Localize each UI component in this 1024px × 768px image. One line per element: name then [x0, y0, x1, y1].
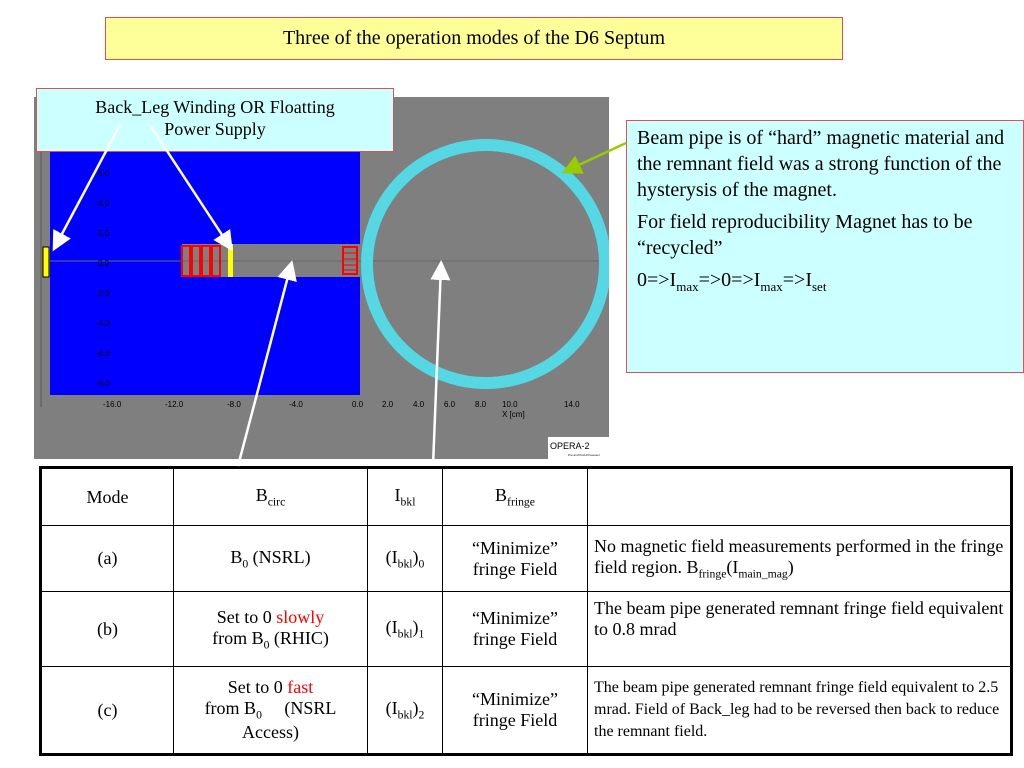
recycle-formula: 0=>Imax=>0=>Imax=>Iset [637, 267, 1013, 300]
x-tick-labels: -16.0 -12.0 -8.0 -4.0 0.0 2.0 4.0 6.0 8.… [103, 400, 580, 419]
winding-callout: Back_Leg Winding OR Floatting Power Supp… [36, 88, 394, 152]
ibkl-cell: (Ibkl)0 [367, 525, 443, 592]
mode-cell: (c) [40, 666, 174, 755]
description-cell: The beam pipe generated remnant fringe f… [587, 666, 1012, 755]
x-axis-label: X [cm] [502, 410, 525, 419]
table-row: (a) B0 (NSRL) (Ibkl)0 “Minimize”fringe F… [40, 525, 1012, 592]
x-tick-label: 14.0 [564, 400, 580, 409]
slide-title: Three of the operation modes of the D6 S… [105, 17, 843, 60]
field-simulation-plot: 6.0 4.0 2.0 0.0 -2.0 -4.0 -6.0 -8.0 -16.… [34, 97, 609, 459]
beam-pipe-note: Beam pipe is of “hard” magnetic material… [626, 120, 1024, 373]
formula-sub: max [676, 279, 699, 294]
x-tick-label: -4.0 [289, 400, 303, 409]
bfringe-cell: “Minimize”fringe Field [442, 591, 588, 667]
header-bfringe: Bfringe [442, 467, 588, 526]
opera-logo: OPERA-2 Pre and Post-Processor [548, 437, 609, 459]
x-tick-label: 6.0 [444, 400, 456, 409]
x-tick-label: 0.0 [352, 400, 364, 409]
ibkl-cell: (Ibkl)1 [367, 591, 443, 667]
simulation-canvas: 6.0 4.0 2.0 0.0 -2.0 -4.0 -6.0 -8.0 -16.… [34, 97, 609, 459]
ibkl-cell: (Ibkl)2 [367, 666, 443, 755]
callout-line-2: Power Supply [164, 119, 266, 139]
mode-cell: (a) [40, 525, 174, 592]
table-header-row: Mode Bcirc Ibkl Bfringe [40, 467, 1012, 526]
formula-sub: set [812, 279, 827, 294]
bcirc-cell: B0 (NSRL) [173, 525, 368, 592]
header-mode: Mode [40, 467, 174, 526]
bfringe-cell: “Minimize”fringe Field [442, 525, 588, 592]
formula-part: =>0=>I [698, 269, 761, 291]
mode-cell: (b) [40, 591, 174, 667]
x-tick-label: 10.0 [502, 400, 518, 409]
formula-part: =>I [782, 269, 812, 291]
header-description [587, 467, 1012, 526]
y-tick-label: 0.0 [98, 259, 110, 268]
note-paragraph-1: Beam pipe is of “hard” magnetic material… [637, 127, 1005, 201]
x-tick-label: 2.0 [382, 400, 394, 409]
header-bcirc: Bcirc [173, 467, 368, 526]
callout-line-1: Back_Leg Winding OR Floatting [95, 97, 335, 117]
y-tick-label: -4.0 [96, 319, 110, 328]
bfringe-cell: “Minimize”fringe Field [442, 666, 588, 755]
y-tick-label: 4.0 [98, 199, 110, 208]
back-leg-winding-right [228, 244, 233, 277]
header-ibkl: Ibkl [367, 467, 443, 526]
beam-pipe-ring [361, 139, 609, 389]
modes-table: Mode Bcirc Ibkl Bfringe (a) B0 (NSRL) (I… [39, 466, 1013, 756]
x-tick-label: -16.0 [103, 400, 122, 409]
note-paragraph-2: For field reproducibility Magnet has to … [637, 211, 973, 259]
x-tick-label: -8.0 [227, 400, 241, 409]
x-tick-label: -12.0 [165, 400, 184, 409]
logo-subtext: Pre and Post-Processor [568, 453, 600, 457]
formula-sub: max [760, 279, 783, 294]
description-cell: The beam pipe generated remnant fringe f… [587, 591, 1012, 667]
formula-part: 0=>I [637, 269, 677, 291]
coil-block-right [342, 246, 358, 275]
y-tick-label: 2.0 [98, 229, 110, 238]
y-tick-label: -2.0 [96, 289, 110, 298]
description-cell: No magnetic field measurements performed… [587, 525, 1012, 592]
back-leg-winding-left [42, 246, 50, 278]
logo-text: OPERA-2 [550, 441, 590, 451]
y-tick-label: -8.0 [96, 379, 110, 388]
y-tick-label: -6.0 [96, 349, 110, 358]
x-tick-label: 4.0 [413, 400, 425, 409]
x-tick-label: 8.0 [475, 400, 487, 409]
y-tick-label: 6.0 [98, 169, 110, 178]
